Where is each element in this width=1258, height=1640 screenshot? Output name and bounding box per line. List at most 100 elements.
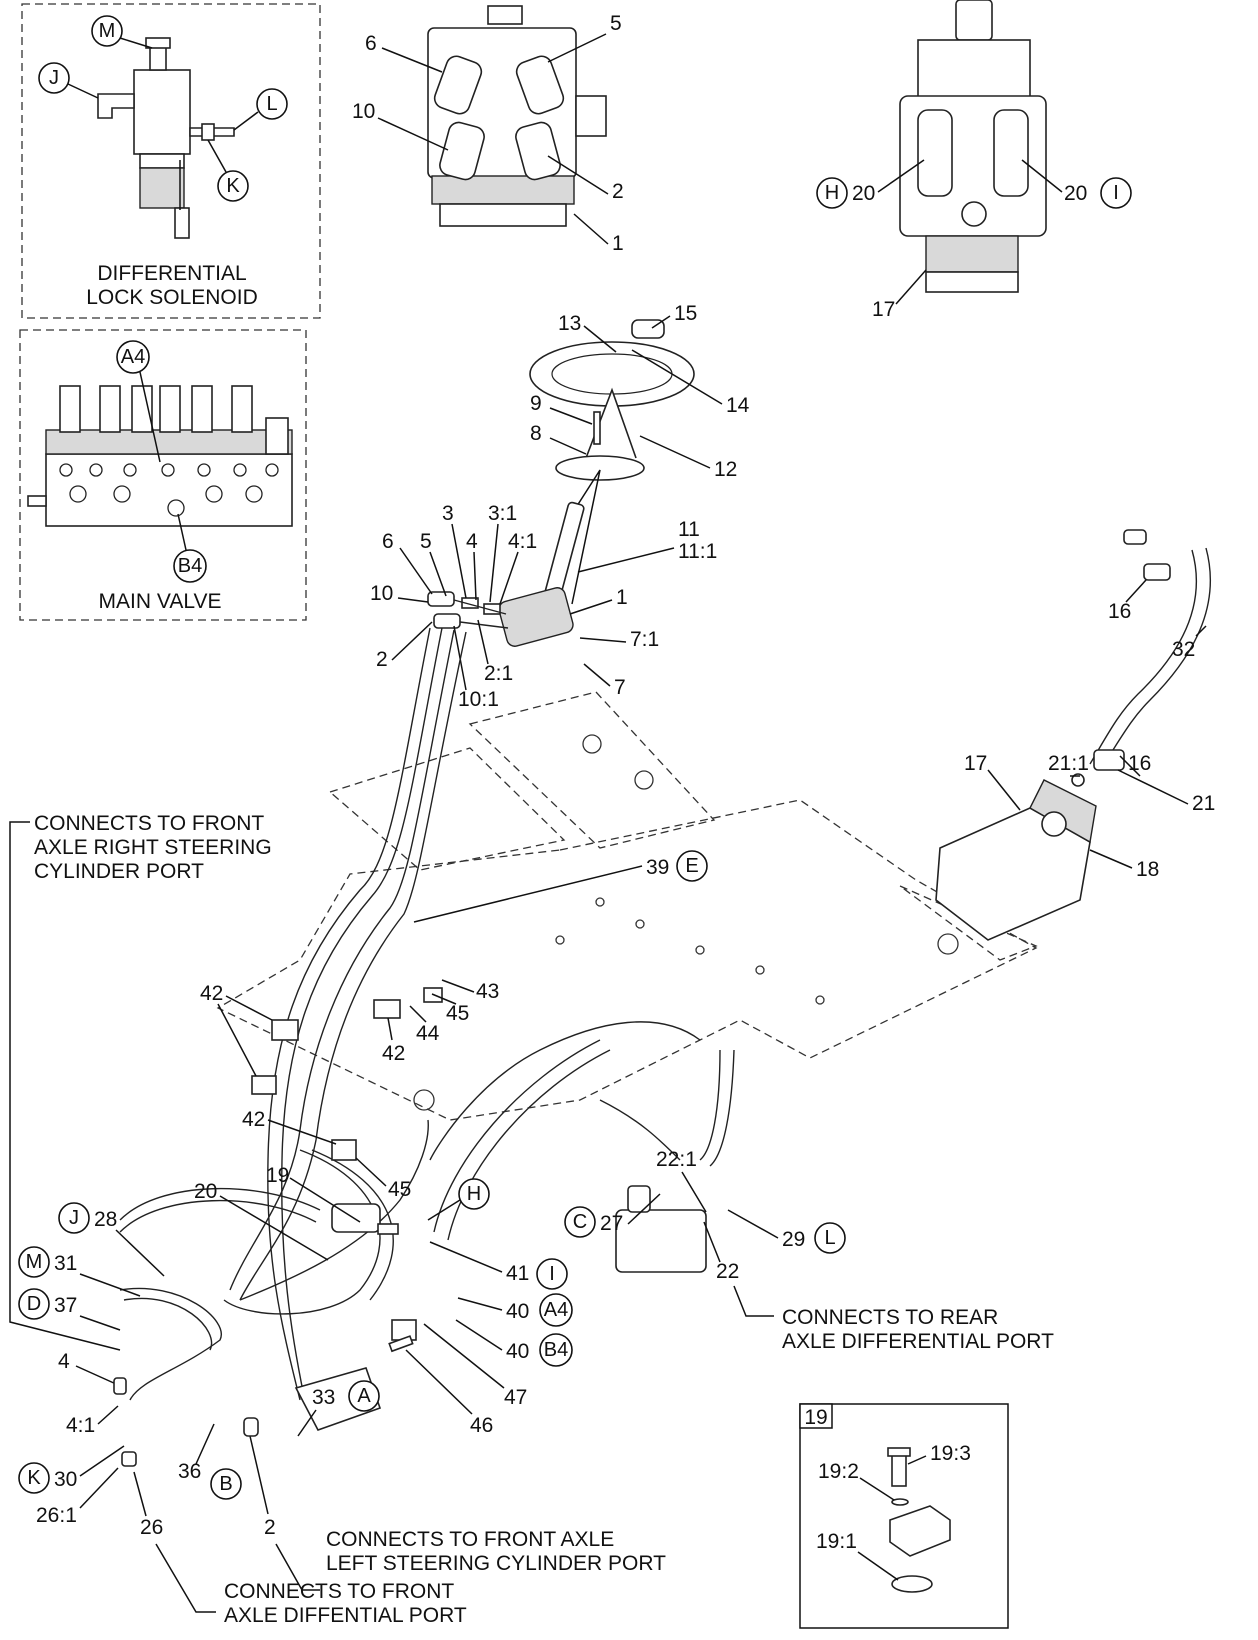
steering-pump bbox=[935, 779, 1097, 941]
label-45-b: 45 bbox=[388, 1178, 411, 1201]
callout-H-top: H bbox=[825, 182, 839, 204]
callout-circle-D-low bbox=[18, 1288, 50, 1320]
label-10-mid: 10 bbox=[370, 582, 393, 605]
label-39: 39 bbox=[646, 856, 669, 879]
callout-A4-low: A4 bbox=[544, 1299, 568, 1321]
solenoid-valve-block bbox=[133, 69, 191, 155]
label-2-low: 2 bbox=[264, 1516, 276, 1539]
callout-I-low: I bbox=[549, 1263, 555, 1285]
callout-circle-M-low bbox=[18, 1246, 50, 1278]
callout-L: L bbox=[266, 93, 277, 115]
clip-callouts: 42 43 45 44 42 42 45 bbox=[200, 979, 499, 1201]
note-front-right-line2: AXLE RIGHT STEERING bbox=[34, 836, 272, 859]
detail-19-tag: 19 bbox=[804, 1406, 827, 1429]
callout-circle-L-low bbox=[814, 1222, 846, 1254]
callout-circle-J-low bbox=[58, 1202, 90, 1234]
label-5-mid: 5 bbox=[420, 530, 432, 553]
label-31: 31 bbox=[54, 1252, 77, 1275]
note-front-right-line1: CONNECTS TO FRONT bbox=[34, 812, 264, 835]
callout-circle-B4-low bbox=[539, 1333, 573, 1367]
note-rear-diff-line1: CONNECTS TO REAR bbox=[782, 1306, 998, 1329]
label-2-top: 2 bbox=[612, 180, 624, 203]
detail-19-box: 19 19:3 19:2 19:1 bbox=[799, 1403, 1009, 1629]
callout-D-low: D bbox=[27, 1293, 41, 1315]
hose-callouts-right: C 27 22:1 29 L 22 bbox=[564, 1148, 846, 1283]
label-37: 37 bbox=[54, 1294, 77, 1317]
label-8: 8 bbox=[530, 422, 542, 445]
label-20-H: 20 bbox=[852, 182, 875, 205]
flange-19-1 bbox=[889, 1505, 951, 1557]
o-ring bbox=[891, 1575, 933, 1593]
label-17-pump: 17 bbox=[964, 752, 987, 775]
cab-floor-plates bbox=[216, 691, 1038, 1121]
label-1-mid: 1 bbox=[616, 586, 628, 609]
steering-column bbox=[543, 501, 585, 603]
label-4-1-low: 4:1 bbox=[66, 1414, 95, 1437]
label-27: 27 bbox=[600, 1212, 623, 1235]
label-7: 7 bbox=[614, 676, 626, 699]
note-front-right-steering: CONNECTS TO FRONT AXLE RIGHT STEERING CY… bbox=[9, 812, 272, 1351]
label-43: 43 bbox=[476, 980, 499, 1003]
label-3-1: 3:1 bbox=[488, 502, 517, 525]
callout-circle-A-low bbox=[348, 1380, 380, 1412]
steering-control-unit-detail: 6 5 10 2 1 bbox=[352, 5, 624, 255]
callout-circle-C-low bbox=[564, 1206, 596, 1238]
label-10-1: 10:1 bbox=[458, 688, 499, 711]
label-15: 15 bbox=[674, 302, 697, 325]
label-4-mid: 4 bbox=[466, 530, 478, 553]
label-1-top: 1 bbox=[612, 232, 624, 255]
callout-circle-A4-top bbox=[116, 340, 150, 374]
callout-I-top: I bbox=[1113, 182, 1119, 204]
callout-M-low: M bbox=[26, 1251, 43, 1273]
label-21: 21 bbox=[1192, 792, 1215, 815]
main-valve-spools bbox=[59, 385, 289, 455]
label-26: 26 bbox=[140, 1516, 163, 1539]
note-front-left-line1: CONNECTS TO FRONT AXLE bbox=[326, 1528, 614, 1551]
hose-32 bbox=[1099, 547, 1212, 771]
label-36: 36 bbox=[178, 1460, 201, 1483]
label-10-top: 10 bbox=[352, 100, 375, 123]
label-28: 28 bbox=[94, 1208, 117, 1231]
label-7-1: 7:1 bbox=[630, 628, 659, 651]
label-42-c: 42 bbox=[242, 1108, 265, 1131]
callout-H-low: H bbox=[467, 1183, 481, 1205]
callout-circle-A4-low bbox=[539, 1293, 573, 1327]
pump-top-detail: 20 H 20 I 17 bbox=[816, 0, 1132, 321]
label-19-3: 19:3 bbox=[930, 1442, 971, 1465]
callout-39-E: 39 E bbox=[413, 850, 708, 923]
hydraulic-hoses bbox=[119, 627, 735, 1407]
note-rear-diff: CONNECTS TO REAR AXLE DIFFERENTIAL PORT bbox=[733, 1285, 1054, 1353]
callout-circle-L bbox=[256, 88, 288, 120]
label-11-1: 11:1 bbox=[678, 540, 717, 563]
label-40-b: 40 bbox=[506, 1340, 529, 1363]
label-6-top: 6 bbox=[365, 32, 377, 55]
solenoid-coil bbox=[139, 167, 185, 209]
label-19: 19 bbox=[266, 1164, 289, 1187]
callout-circle-J bbox=[38, 62, 70, 94]
label-13: 13 bbox=[558, 312, 581, 335]
label-9: 9 bbox=[530, 392, 542, 415]
inset-main-valve: A4 B4 MAIN VALVE bbox=[19, 329, 307, 621]
callout-K: K bbox=[226, 175, 240, 197]
inset-title-diff-lock-line2: LOCK SOLENOID bbox=[86, 286, 258, 309]
lower-components bbox=[251, 529, 1212, 1431]
label-29: 29 bbox=[782, 1228, 805, 1251]
callout-circle-M bbox=[91, 15, 123, 47]
label-17-top: 17 bbox=[872, 298, 895, 321]
callout-J-low: J bbox=[69, 1207, 79, 1229]
note-rear-diff-line2: AXLE DIFFERENTIAL PORT bbox=[782, 1330, 1054, 1353]
label-11: 11 bbox=[678, 518, 700, 541]
label-41: 41 bbox=[506, 1262, 529, 1285]
note-front-diff: CONNECTS TO FRONT AXLE DIFFENTIAL PORT bbox=[155, 1543, 467, 1627]
note-front-diff-line2: AXLE DIFFENTIAL PORT bbox=[224, 1604, 467, 1627]
label-33: 33 bbox=[312, 1386, 335, 1409]
label-2-1: 2:1 bbox=[484, 662, 513, 685]
label-4-1-mid: 4:1 bbox=[508, 530, 537, 553]
label-46: 46 bbox=[470, 1414, 493, 1437]
label-16-b: 16 bbox=[1128, 752, 1151, 775]
label-16-a: 16 bbox=[1108, 600, 1131, 623]
callout-circle-K bbox=[217, 170, 249, 202]
note-front-diff-line1: CONNECTS TO FRONT bbox=[224, 1580, 454, 1603]
note-front-left-line2: LEFT STEERING CYLINDER PORT bbox=[326, 1552, 666, 1575]
